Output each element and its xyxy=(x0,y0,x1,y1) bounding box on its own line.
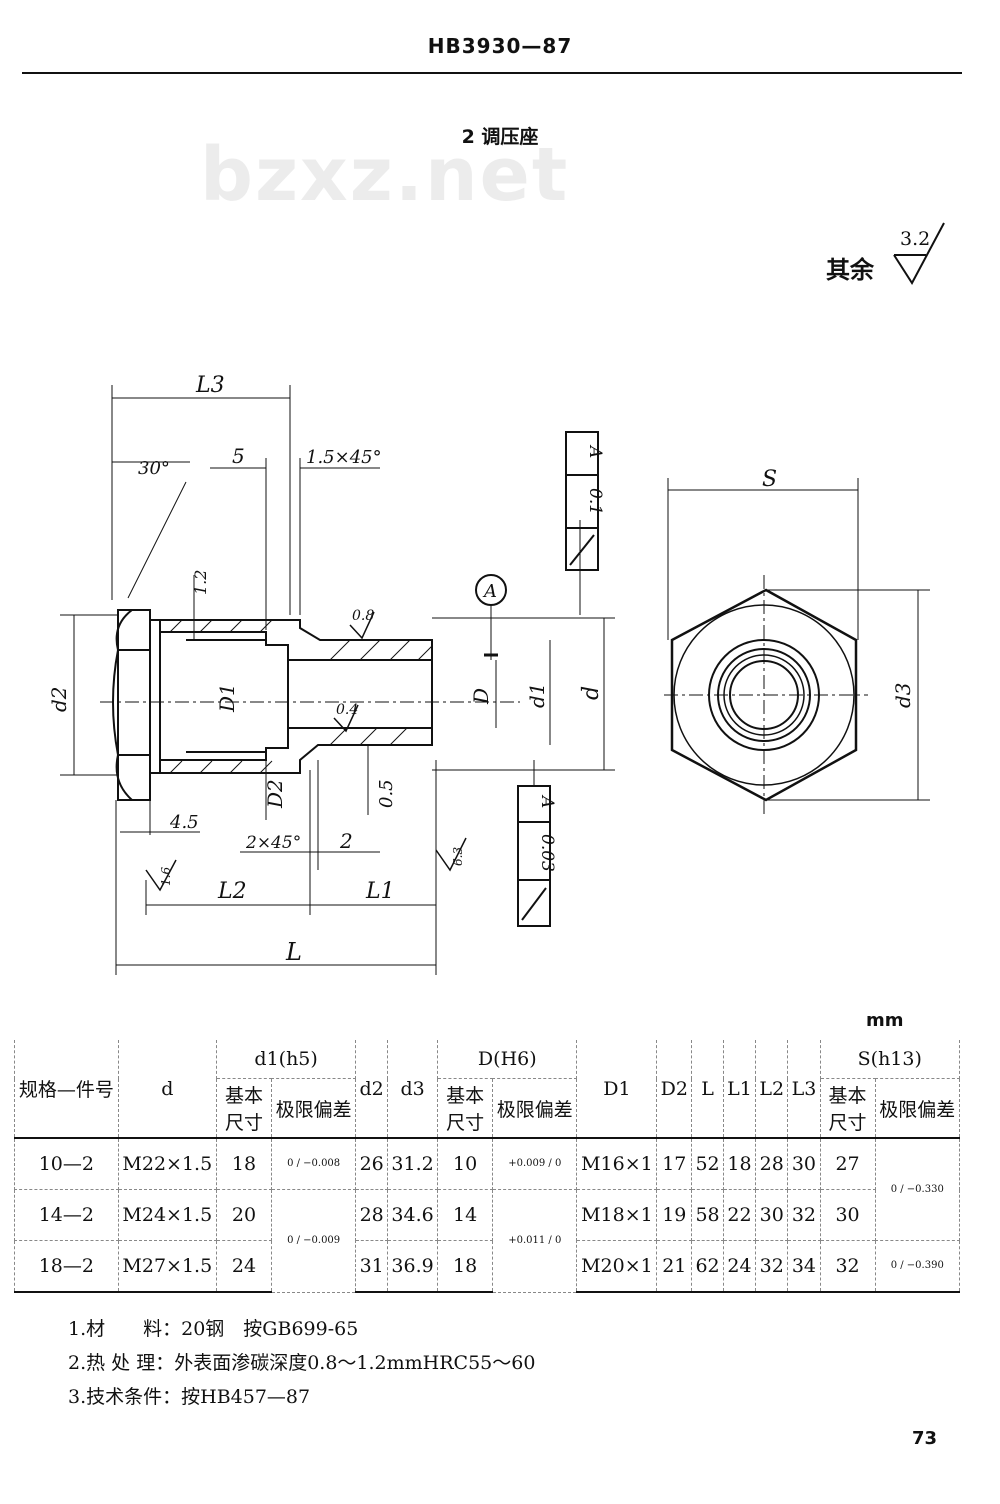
part-drawing: A A 0.1 A 0.03 L3 5 1.5×45° 30° 1.2 0.8 … xyxy=(47,373,930,975)
tol-top-value: 0.1 xyxy=(585,488,605,515)
dim-S: S xyxy=(762,467,777,492)
section-title: 2 调压座 xyxy=(461,126,539,148)
roughness-rest-symbol: 3.2 xyxy=(893,222,945,285)
hdr-D-base: 基本尺寸 xyxy=(437,1078,494,1139)
dim-chamfer-bottom: 2×45° xyxy=(245,833,301,853)
hdr-D1: D1 xyxy=(576,1040,658,1139)
hdr-L1: L1 xyxy=(722,1040,757,1139)
hdr-L: L xyxy=(691,1040,724,1139)
hdr-d3: d3 xyxy=(387,1040,439,1139)
dim-d2: d2 xyxy=(47,686,71,712)
hdr-S: S(h13) xyxy=(819,1040,961,1079)
unit-label: mm xyxy=(866,1010,904,1031)
watermark: bzxz.net xyxy=(200,132,570,218)
dim-d1: d1 xyxy=(525,682,549,708)
dim-L2: L2 xyxy=(217,879,247,904)
table-row: 18—2 M27×1.5 24 31 36.9 18 M20×1 21 62 2… xyxy=(14,1240,961,1293)
hdr-spec: 规格—件号 xyxy=(14,1040,119,1139)
datum-bubble-label: A xyxy=(482,581,497,602)
table-row: 10—2 M22×1.5 18 0 / −0.008 26 31.2 10 +0… xyxy=(14,1137,961,1241)
dim-L1: L1 xyxy=(365,879,395,904)
dim-L: L xyxy=(285,938,302,966)
dim-D1: D1 xyxy=(215,683,239,713)
dim-2: 2 xyxy=(339,829,353,853)
notes: 1.材 料：20钢 按GB699-65 2.热 处 理：外表面渗碳深度0.8～1… xyxy=(68,1312,535,1414)
tol-bottom-datum: A xyxy=(537,794,557,808)
roughness-6-3: 6.3 xyxy=(451,847,465,866)
note-heat-treatment: 2.热 处 理：外表面渗碳深度0.8～1.2mmHRC55～60 xyxy=(68,1352,536,1374)
page-number: 73 xyxy=(912,1428,938,1449)
hdr-d1-dev: 极限偏差 xyxy=(270,1078,357,1139)
hdr-D2: D2 xyxy=(656,1040,693,1139)
dim-1-2: 1.2 xyxy=(191,570,210,595)
spec-table: 规格—件号 d d1(h5) d2 d3 D(H6) D1 D2 L L1 L2… xyxy=(14,1040,961,1293)
hdr-d1-base: 基本尺寸 xyxy=(215,1078,272,1139)
hdr-S-base: 基本尺寸 xyxy=(819,1078,876,1139)
tol-top-datum: A xyxy=(585,444,605,458)
header-rule xyxy=(22,72,962,74)
dim-D2: D2 xyxy=(263,779,287,809)
roughness-1-6: 1.6 xyxy=(159,867,173,886)
dim-chamfer-top: 1.5×45° xyxy=(306,447,382,468)
hdr-D: D(H6) xyxy=(437,1040,578,1079)
hdr-L3: L3 xyxy=(787,1040,821,1139)
roughness-0-8: 0.8 xyxy=(352,608,374,624)
hdr-d: d xyxy=(117,1040,217,1139)
hdr-L2: L2 xyxy=(755,1040,789,1139)
dim-0-5: 0.5 xyxy=(376,779,397,808)
dim-5: 5 xyxy=(232,444,245,468)
hdr-S-dev: 极限偏差 xyxy=(874,1078,961,1139)
hdr-d1: d1(h5) xyxy=(215,1040,357,1079)
tol-bottom-value: 0.03 xyxy=(537,834,557,872)
hdr-D-dev: 极限偏差 xyxy=(492,1078,578,1139)
table-row: 14—2 M24×1.5 20 0 / −0.009 28 34.6 14 +0… xyxy=(14,1189,960,1293)
dim-d3: d3 xyxy=(891,682,915,708)
roughness-0-4: 0.4 xyxy=(336,702,358,718)
dim-D: D xyxy=(469,688,493,705)
dim-L3: L3 xyxy=(195,373,225,398)
roughness-rest-label: 其余 xyxy=(826,255,874,284)
standard-number: HB3930—87 xyxy=(427,34,573,58)
note-tech-conditions: 3.技术条件：按HB457—87 xyxy=(68,1386,311,1408)
note-material: 1.材 料：20钢 按GB699-65 xyxy=(68,1318,359,1340)
dim-4-5: 4.5 xyxy=(169,812,199,833)
roughness-rest-value: 3.2 xyxy=(900,228,930,250)
dim-angle: 30° xyxy=(138,458,170,479)
hdr-d2: d2 xyxy=(355,1040,389,1139)
dim-d: d xyxy=(579,686,604,700)
